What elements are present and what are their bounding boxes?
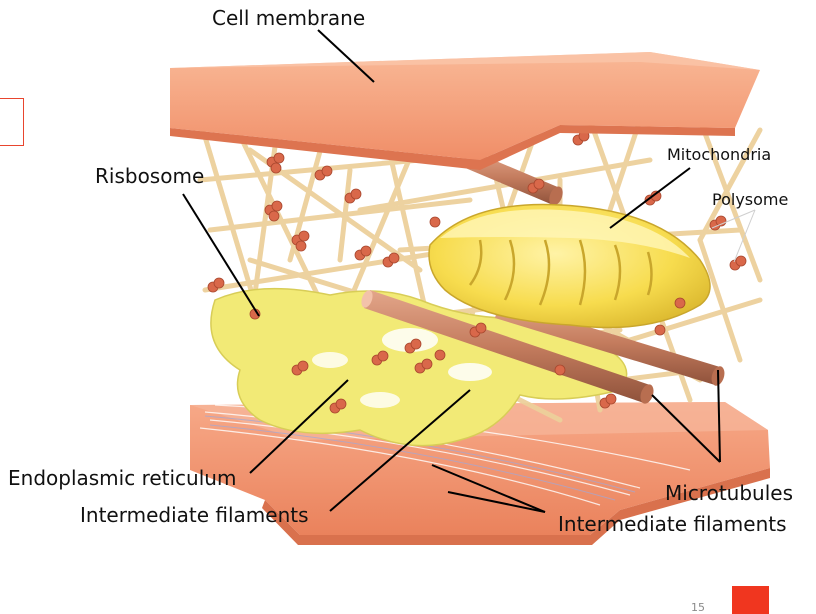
leader-lines <box>182 29 721 513</box>
leader-cell-membrane <box>317 29 375 83</box>
leader-mitochondria <box>609 167 691 229</box>
leader-microtubules-b <box>651 394 721 463</box>
label-microtubules: Microtubules <box>665 481 793 505</box>
ribosomes <box>207 130 747 414</box>
label-ribosome: Risbosome <box>95 164 205 188</box>
leader-intermediate-filaments-left <box>329 389 471 512</box>
microtubule-middle <box>361 290 654 404</box>
mitochondria-organelle <box>428 203 711 329</box>
label-endoplasmic-reticulum: Endoplasmic reticulum <box>8 466 237 490</box>
corner-frame <box>0 98 24 146</box>
leader-intermediate-filaments-right-a <box>431 464 546 513</box>
label-intermediate-filaments-left: Intermediate filaments <box>80 503 309 527</box>
label-polysome: Polysome <box>712 190 789 209</box>
top-membrane <box>170 52 760 170</box>
leader-endoplasmic-reticulum <box>249 379 349 474</box>
label-cell-membrane: Cell membrane <box>212 6 366 30</box>
page-number: 15 <box>691 601 705 614</box>
leader-ribosome <box>182 193 260 317</box>
label-intermediate-filaments-right: Intermediate filaments <box>558 512 787 536</box>
leader-microtubules-a <box>717 369 721 463</box>
label-mitochondria: Mitochondria <box>667 145 772 164</box>
accent-square <box>732 586 769 614</box>
leader-intermediate-filaments-right-b <box>447 491 546 513</box>
leader-polysome-lines <box>711 209 756 263</box>
